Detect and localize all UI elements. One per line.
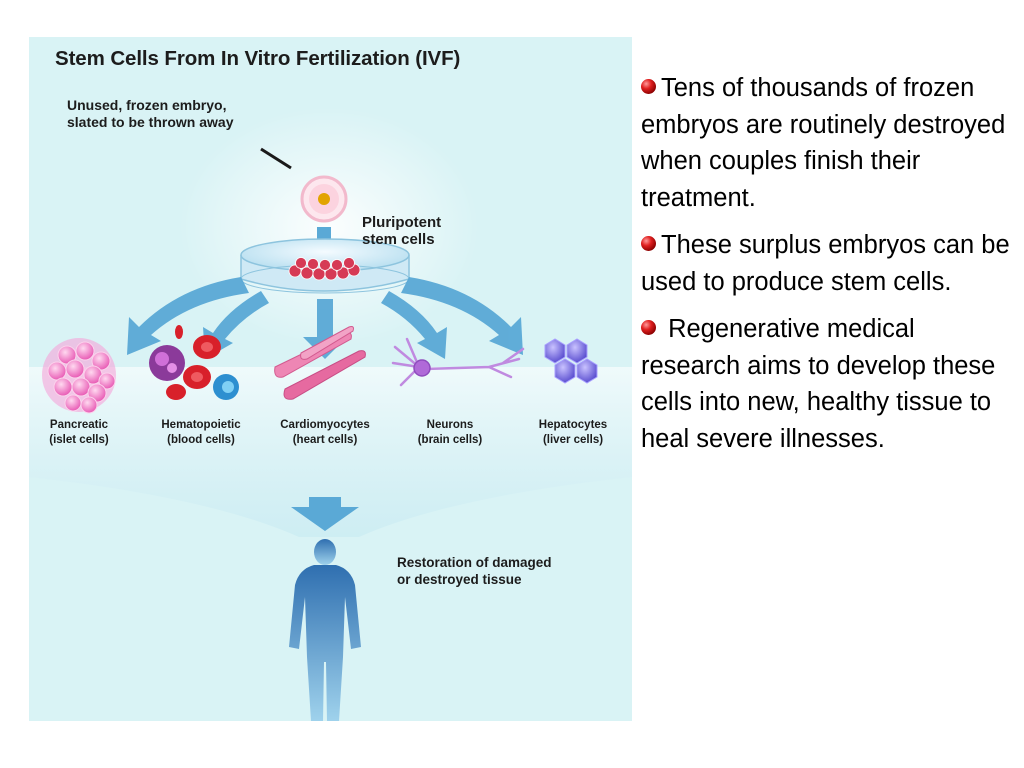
human-silhouette-icon — [289, 539, 361, 721]
cell-name: Neurons — [426, 419, 474, 431]
cell-sub: (blood cells) — [167, 434, 235, 446]
arrow-branch-liver — [401, 277, 523, 355]
petri-dish-icon — [240, 238, 410, 294]
restoration-label-line-2: or destroyed tissue — [397, 572, 522, 587]
neuron-icon — [391, 337, 525, 387]
cell-label-hematopoietic: Hematopoietic (blood cells) — [141, 418, 261, 448]
liver-cells-icon — [544, 338, 598, 384]
bullet-text: Tens of thousands of frozen embryos are … — [641, 74, 1006, 212]
cell-label-cardiomyocytes: Cardiomyocytes (heart cells) — [265, 418, 385, 448]
funnel-band — [29, 367, 632, 537]
cell-label-pancreatic: Pancreatic (islet cells) — [29, 418, 139, 448]
pluripotent-label-line-2: stem cells — [362, 231, 435, 248]
bullet-text: These surplus embryos can be used to pro… — [641, 231, 1010, 296]
cell-name: Pancreatic — [49, 419, 109, 431]
red-ball-bullet-icon — [641, 78, 656, 94]
red-ball-bullet-icon — [641, 319, 656, 335]
cell-name: Hematopoietic — [161, 419, 241, 431]
ivf-stem-cell-figure: Stem Cells From In Vitro Fertilization (… — [29, 37, 632, 721]
arrow-branch-neuron — [381, 291, 447, 359]
bullet-text: Regenerative medical research aims to de… — [641, 315, 1003, 453]
cell-label-hepatocytes: Hepatocytes (liver cells) — [513, 418, 632, 448]
embryo-label: Unused, frozen embryo, slated to be thro… — [67, 97, 233, 131]
arrow-down-human-icon — [291, 497, 359, 531]
cell-name: Hepatocytes — [538, 419, 608, 431]
bullet-item: Regenerative medical research aims to de… — [641, 311, 1019, 457]
pluripotent-label-line-1: Pluripotent — [362, 214, 442, 231]
restoration-label-line-1: Restoration of damaged — [397, 555, 552, 570]
heart-cells-icon — [274, 326, 366, 400]
pancreatic-cells-icon — [42, 338, 116, 414]
blood-cells-icon — [149, 325, 239, 400]
red-ball-bullet-icon — [641, 235, 656, 251]
arrow-branch-pancreatic — [127, 277, 249, 355]
embryo-icon — [300, 175, 348, 223]
embryo-label-line-1: Unused, frozen embryo, — [67, 97, 227, 113]
cell-sub: (liver cells) — [542, 434, 604, 446]
cell-sub: (islet cells) — [49, 434, 109, 446]
pluripotent-label: Pluripotent stem cells — [362, 214, 441, 248]
cell-label-neurons: Neurons (brain cells) — [390, 418, 510, 448]
bullet-item: Tens of thousands of frozen embryos are … — [641, 70, 1019, 216]
cell-sub: (heart cells) — [292, 434, 358, 446]
pointer-line — [260, 147, 292, 170]
embryo-label-line-2: slated to be thrown away — [67, 114, 234, 130]
cell-sub: (brain cells) — [417, 434, 483, 446]
bullet-item: These surplus embryos can be used to pro… — [641, 227, 1019, 300]
figure-illustration — [29, 107, 632, 721]
figure-title: Stem Cells From In Vitro Fertilization (… — [55, 47, 461, 70]
restoration-label: Restoration of damaged or destroyed tiss… — [397, 554, 552, 588]
bullet-list: Tens of thousands of frozen embryos are … — [641, 70, 1019, 457]
cell-name: Cardiomyocytes — [280, 419, 370, 431]
